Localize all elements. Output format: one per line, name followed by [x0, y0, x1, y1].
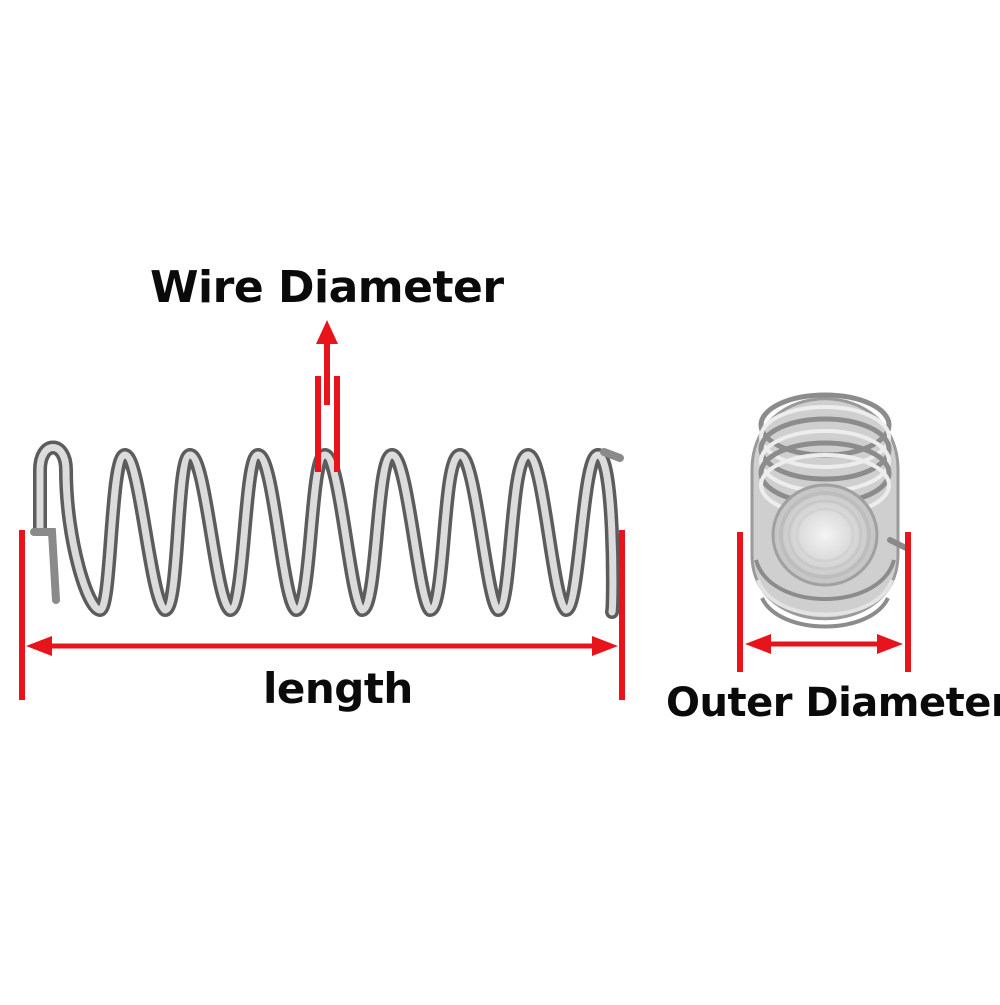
outer-diameter-arrow-head-right [877, 634, 903, 654]
spring-end-hook-left [30, 528, 60, 604]
spring-coil-shadow [33, 440, 620, 619]
spring-end-view [750, 392, 909, 629]
spring-end-tip-right [600, 448, 624, 462]
outer-diameter-arrow-head-left [745, 634, 771, 654]
wire-diameter-label: Wire Diameter [150, 262, 504, 313]
wire-diameter-marker [315, 320, 340, 472]
length-label: length [263, 664, 413, 713]
outer-diameter-label: Outer Diameter [666, 680, 1000, 726]
length-arrow-head-left [26, 636, 52, 656]
spring-coil [36, 444, 617, 616]
outer-diameter-marker [737, 532, 911, 672]
length-marker [19, 530, 625, 700]
wire-diameter-arrow-head [316, 320, 338, 344]
length-arrow-head-right [592, 636, 618, 656]
spring-side-view [30, 440, 624, 619]
